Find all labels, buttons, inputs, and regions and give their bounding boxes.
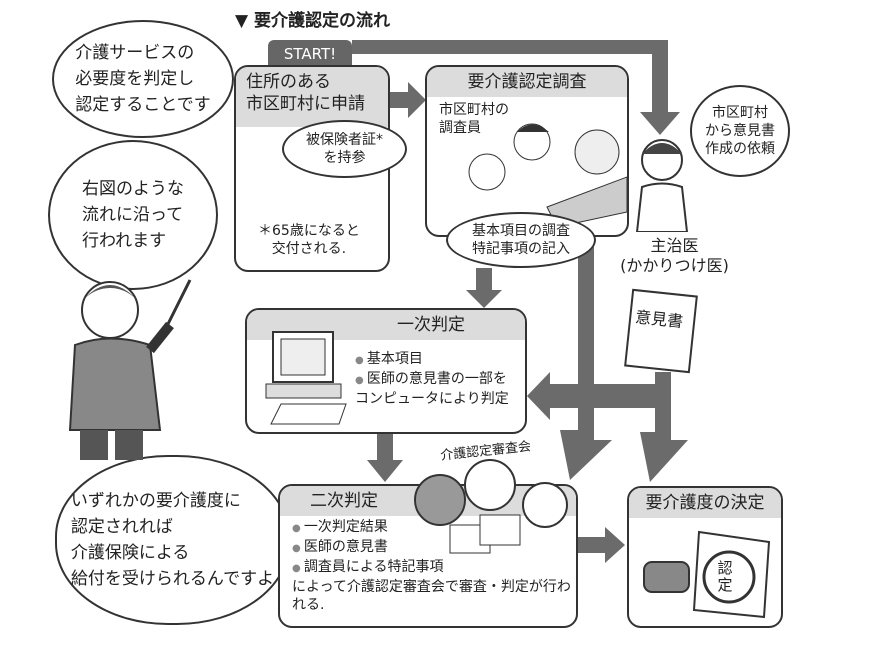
arrow-survey-to-second — [560, 236, 612, 480]
step-decision: 要介護度の決定 認定 — [627, 486, 783, 628]
arrow-survey-to-first — [466, 268, 502, 308]
arrow-doctor-to-first — [527, 372, 671, 420]
stamp-text: 認定 — [717, 559, 733, 594]
step-survey: 要介護認定調査 市区町村の調査員 — [425, 65, 629, 237]
committee-illustration — [414, 459, 568, 554]
opinion-paper: 意見書 — [624, 288, 698, 374]
start-tab: START! — [268, 40, 352, 68]
doctor-label: 主治医(かかりつけ医) — [620, 236, 729, 275]
computer-icon — [265, 331, 347, 425]
presenter-illustration — [68, 279, 192, 460]
stamp-illustration — [643, 530, 771, 619]
arrow-apply-to-survey — [388, 82, 426, 118]
survey-illustration — [468, 123, 627, 227]
doctor-request-bubble: 市区町村から意見書作成の依頼 — [690, 85, 790, 177]
speech-bubble-3: いずれかの要介護度に認定されれば介護保険による給付を受けられるんですよ — [55, 455, 290, 625]
insurance-card-bubble: 被保険者証*を持参 — [282, 120, 407, 178]
step-first-judgment: 一次判定 基本項目 医師の意見書の一部をコンピュータにより判定 — [245, 308, 527, 434]
arrow-doctor-to-second — [640, 372, 688, 482]
speech-bubble-2: 右図のような流れに沿って行われます — [48, 140, 218, 290]
speech-bubble-1: 介護サービスの必要度を判定し認定することです — [52, 20, 234, 138]
survey-bubble: 基本項目の調査特記事項の記入 — [446, 212, 596, 268]
page-title: ▼ 要介護認定の流れ — [235, 11, 390, 31]
arrow-second-to-decision — [578, 527, 625, 563]
arrow-first-to-second — [367, 433, 403, 482]
start-arrow — [352, 40, 680, 135]
doctor-illustration — [635, 139, 689, 232]
